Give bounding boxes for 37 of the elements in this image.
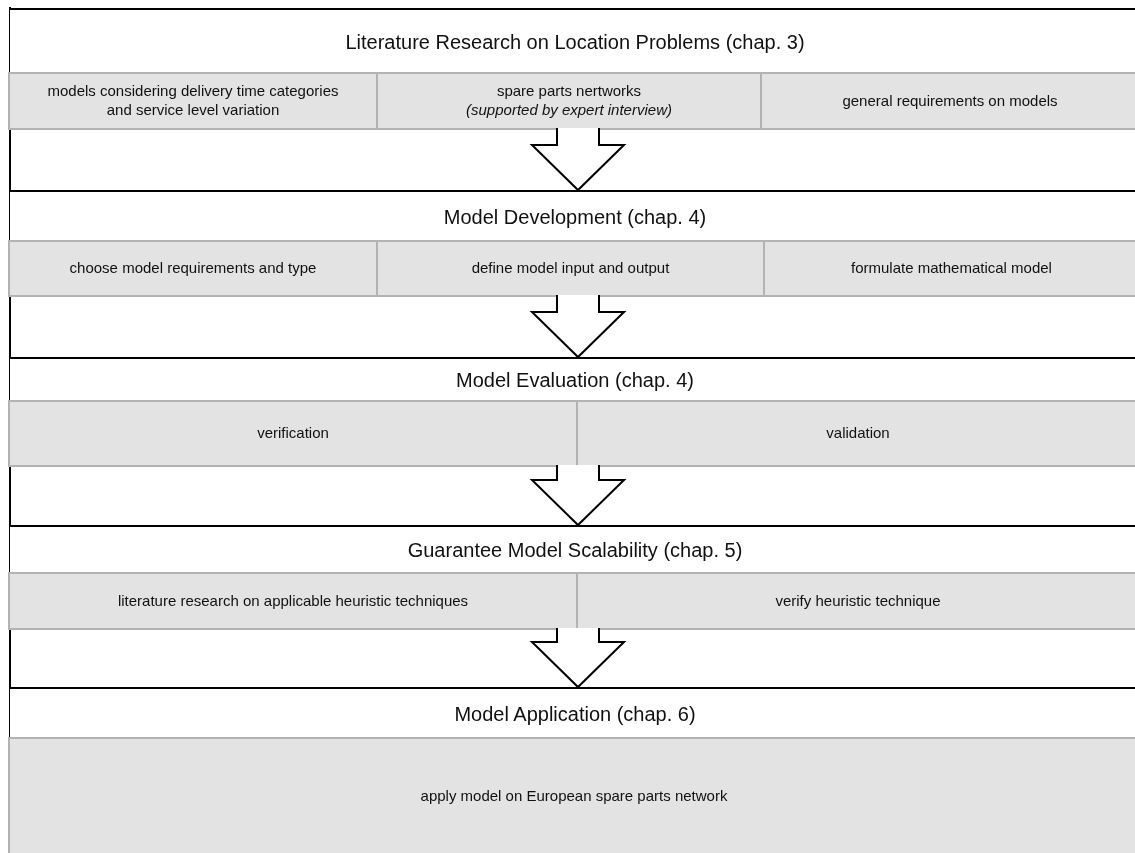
block-arrow [529, 464, 627, 527]
stage-heading: Model Application (chap. 6) [454, 702, 696, 726]
stage-panel [10, 525, 1135, 628]
task-text: define model input and output [471, 259, 670, 278]
task-cell [8, 72, 378, 130]
task-text: verification [257, 424, 329, 443]
block-arrow [529, 294, 627, 359]
stage-heading: Literature Research on Location Problems (chap. 3) [345, 30, 805, 54]
block-arrow [529, 627, 627, 689]
task-cell [576, 572, 1135, 630]
task-text: models considering delivery time categories and service level variation [46, 82, 340, 120]
stage-panel [10, 687, 1135, 853]
stage-panel [10, 190, 1135, 295]
stage-heading: Guarantee Model Scalability (chap. 5) [407, 539, 743, 562]
task-cell [8, 400, 578, 467]
task-text: literature research on applicable heuristic techniques [117, 591, 469, 611]
task-cell [760, 72, 1135, 130]
task-text: formulate mathematical model [851, 259, 1052, 278]
task-cell [376, 72, 762, 130]
stage-heading: Model Development (chap. 4) [443, 205, 707, 229]
stage-panel [10, 8, 1135, 128]
task-text: (supported by expert interview) [466, 101, 672, 120]
task-cell [376, 240, 765, 297]
task-cell [763, 240, 1135, 297]
task-cell [576, 400, 1135, 467]
task-text: general requirements on models [842, 91, 1058, 111]
stage-heading: Model Evaluation (chap. 4) [456, 369, 694, 392]
block-arrow [529, 127, 627, 192]
task-text: verify heuristic technique [775, 591, 941, 611]
task-cell [8, 737, 1135, 853]
task-cell [8, 240, 378, 297]
task-cell [8, 572, 578, 630]
task-text: spare parts nertworks [496, 82, 642, 101]
task-text: validation [826, 424, 890, 443]
stage-panel [10, 357, 1135, 465]
task-text: choose model requirements and type [69, 259, 317, 278]
task-text: apply model on European spare parts network [420, 786, 728, 806]
